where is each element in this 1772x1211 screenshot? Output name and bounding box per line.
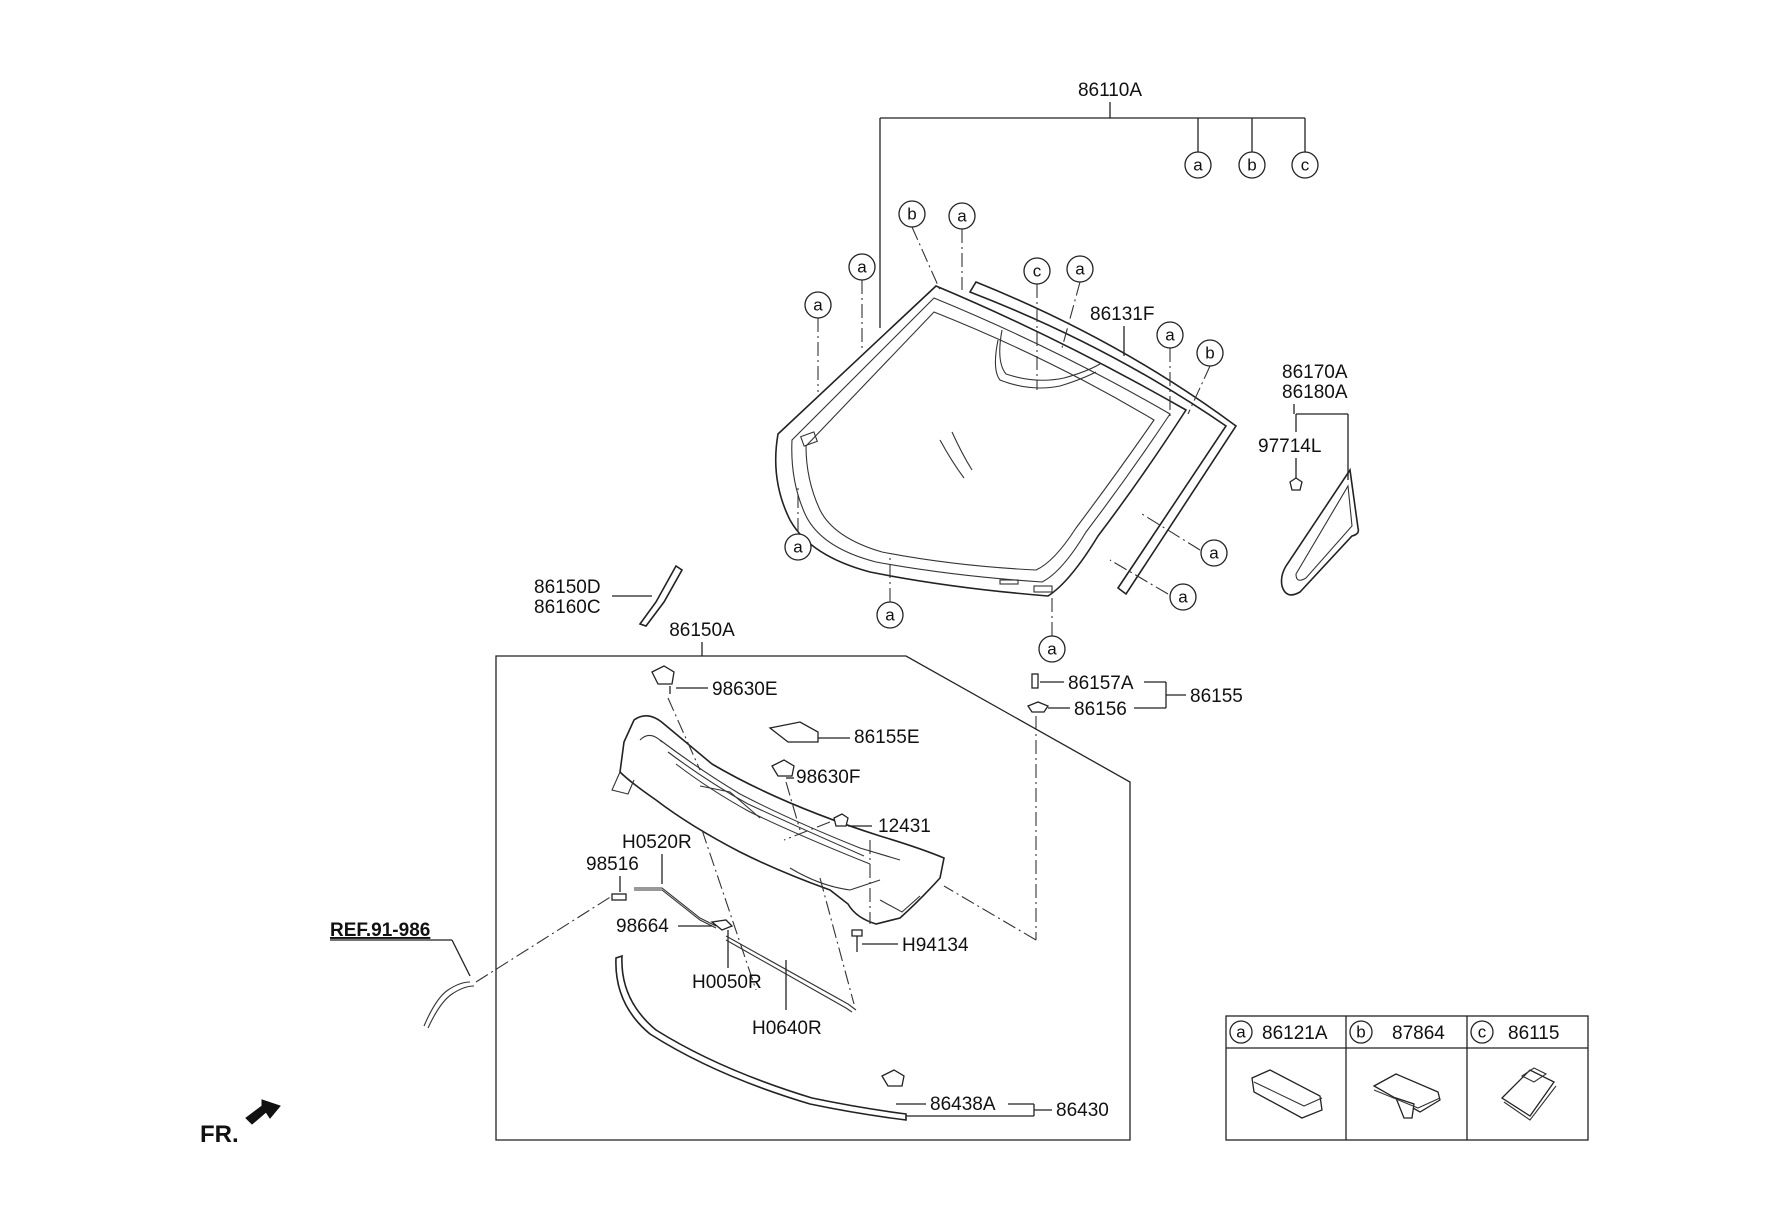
- svg-text:a: a: [885, 606, 895, 625]
- label-86160C: 86160C: [534, 597, 601, 618]
- label-86131F: 86131F: [1090, 304, 1154, 325]
- svg-text:a: a: [813, 296, 823, 315]
- label-98664: 98664: [616, 916, 669, 937]
- label-86180A: 86180A: [1282, 382, 1348, 403]
- svg-text:b: b: [1247, 156, 1256, 175]
- legend-cell-a: a 86121A: [1229, 1020, 1328, 1119]
- cowl-assembly-box: 86150A: [495, 620, 1131, 1141]
- hose-H0640R: H0640R: [725, 877, 857, 1039]
- bubble-b: b: [1238, 151, 1266, 179]
- trim-86155E: 86155E: [768, 721, 920, 748]
- legend-table: a 86121A b 87864 c 86115: [1225, 1015, 1589, 1141]
- svg-text:a: a: [1165, 326, 1175, 345]
- bubble-a: a: [1184, 151, 1212, 179]
- label-98516: 98516: [586, 854, 639, 875]
- moulding-86131F: [968, 281, 1238, 596]
- bolt-H94134: H94134: [851, 840, 969, 956]
- clip-98630F: 98630F: [771, 759, 860, 831]
- quarter-glass: 86170A 86180A 97714L: [1258, 362, 1360, 596]
- label-86157A: 86157A: [1068, 673, 1134, 694]
- label-86430: 86430: [1056, 1100, 1109, 1121]
- label-ref-91-986: REF.91-986: [330, 920, 430, 941]
- front-arrow-icon: [245, 1099, 281, 1125]
- svg-text:a: a: [1193, 156, 1203, 175]
- cowl-panel: [611, 715, 945, 925]
- svg-text:a: a: [1047, 640, 1057, 659]
- label-H0640R: H0640R: [752, 1018, 822, 1039]
- fastener-group-86155: 86157A 86156 86155: [943, 673, 1243, 941]
- label-86150A: 86150A: [669, 620, 735, 641]
- legend-cell-c: c 86115: [1470, 1020, 1559, 1121]
- svg-text:b: b: [1356, 1023, 1365, 1042]
- screw-12431: 12431: [783, 813, 931, 841]
- label-98630E: 98630E: [712, 679, 778, 700]
- svg-text:a: a: [1178, 588, 1188, 607]
- svg-text:b: b: [907, 205, 916, 224]
- svg-text:c: c: [1301, 156, 1310, 175]
- assembly-86110A-bracket: 86110A: [879, 80, 1306, 328]
- bubble-c: c: [1291, 151, 1319, 179]
- windshield-glass: [774, 285, 1188, 597]
- svg-text:c: c: [1033, 262, 1042, 281]
- svg-text:a: a: [957, 207, 967, 226]
- clip-98630E: 98630E: [651, 665, 778, 771]
- front-direction: FR.: [200, 1099, 281, 1148]
- label-front: FR.: [200, 1121, 239, 1148]
- hose-H0050R: H0050R: [692, 930, 762, 993]
- trim-86150D: 86150D 86160C: [534, 564, 684, 627]
- seal-86430: 86438A 86430: [615, 954, 1109, 1121]
- connector-98664: 98664: [616, 916, 734, 937]
- hose-H0520R: H0520R: [622, 829, 757, 991]
- nozzle-98516: 98516: [586, 854, 639, 901]
- legend-cell-b: b 87864: [1349, 1020, 1445, 1119]
- legend-part-86121A: 86121A: [1262, 1023, 1328, 1044]
- label-86155: 86155: [1190, 686, 1243, 707]
- label-H0520R: H0520R: [622, 832, 692, 853]
- label-86170A: 86170A: [1282, 362, 1348, 383]
- windshield-callouts: a a b a c a a b a a a a a: [784, 200, 1228, 663]
- label-H94134: H94134: [902, 935, 969, 956]
- label-97714L: 97714L: [1258, 436, 1321, 457]
- label-86110A: 86110A: [1078, 80, 1142, 101]
- svg-text:a: a: [793, 538, 803, 557]
- svg-text:a: a: [1075, 260, 1085, 279]
- legend-part-86115: 86115: [1508, 1023, 1559, 1044]
- label-86155E: 86155E: [854, 727, 920, 748]
- reference-91-986: REF.91-986: [330, 895, 613, 1029]
- label-98630F: 98630F: [796, 767, 860, 788]
- svg-text:a: a: [857, 258, 867, 277]
- label-86156: 86156: [1074, 699, 1127, 720]
- svg-text:a: a: [1209, 544, 1219, 563]
- label-H0050R: H0050R: [692, 972, 762, 993]
- label-12431: 12431: [878, 816, 931, 837]
- label-86150D: 86150D: [534, 577, 601, 598]
- svg-text:c: c: [1478, 1023, 1487, 1042]
- svg-text:b: b: [1205, 344, 1214, 363]
- legend-part-87864: 87864: [1392, 1023, 1445, 1044]
- svg-text:a: a: [1236, 1023, 1246, 1042]
- label-86438A: 86438A: [930, 1094, 996, 1115]
